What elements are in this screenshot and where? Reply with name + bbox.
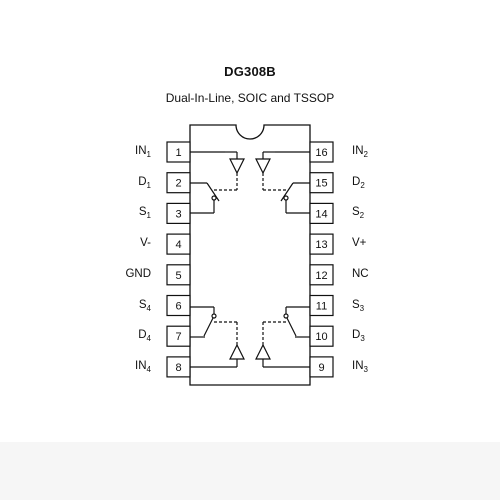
pin-6-name: S — [138, 298, 147, 311]
pin-8-label: IN4 — [91, 359, 151, 374]
switch-3-symbol — [255, 306, 310, 368]
pin-6-box — [166, 294, 191, 317]
pin-10-subscript: 3 — [360, 334, 365, 344]
pin-7-number: 7 — [175, 331, 181, 343]
pin-13-box — [309, 233, 334, 255]
right-pin-column: 16 15 14 13 12 11 10 9 — [309, 141, 334, 378]
pin-14-number: 14 — [315, 208, 327, 220]
pin-3-name: S — [138, 206, 147, 219]
pin-9-label: IN3 — [352, 359, 412, 374]
switch-4-symbol — [190, 306, 245, 368]
pin-13-label: V+ — [352, 236, 412, 250]
pin-2-label: D1 — [91, 175, 151, 190]
pin-15-subscript: 2 — [360, 180, 365, 190]
pin-8-number: 8 — [175, 362, 181, 374]
pin-2-number: 2 — [175, 178, 181, 190]
pin-15-name: D — [352, 175, 361, 188]
pin-13-name: V+ — [352, 237, 367, 250]
pin-8-subscript: 4 — [146, 364, 151, 374]
pin-14-subscript: 2 — [359, 211, 365, 221]
pin-14-name: S — [352, 206, 360, 219]
driver-4-icon — [229, 343, 245, 360]
driver-2-icon — [255, 158, 271, 175]
pin-10-box — [309, 325, 334, 347]
pin-12-number: 12 — [315, 270, 327, 282]
chip-title: DG308B — [224, 64, 276, 79]
pin-7-name: D — [138, 329, 147, 342]
pin-7-subscript: 4 — [146, 334, 151, 344]
pin-2-subscript: 1 — [146, 180, 151, 190]
pin-11-box — [309, 294, 334, 317]
pin-1-name: IN — [135, 145, 147, 157]
pin-9-subscript: 3 — [363, 364, 368, 374]
pin-12-label: NC — [352, 267, 412, 281]
pin-16-number: 16 — [315, 147, 327, 159]
pin-15-label: D2 — [352, 175, 412, 190]
package-body — [189, 124, 311, 386]
pin-4-label: V- — [91, 236, 151, 250]
driver-3-icon — [255, 343, 271, 360]
driver-1-icon — [229, 158, 245, 175]
pin-11-number: 11 — [316, 301, 327, 313]
pin-13-number: 13 — [315, 239, 327, 251]
pin-11-subscript: 3 — [359, 303, 365, 313]
pin-9-name: IN — [352, 359, 364, 372]
pin-5-label: GND — [91, 267, 151, 281]
pin-4-number: 4 — [175, 239, 181, 251]
pin-10-label: D3 — [352, 328, 412, 344]
pin-9-number: 9 — [318, 362, 324, 374]
pin-7-label: D4 — [91, 328, 151, 344]
switch-1-symbol — [190, 151, 245, 214]
pin-4-name: V- — [140, 237, 151, 250]
pin-2-name: D — [138, 175, 147, 188]
pin-5-name: GND — [125, 267, 151, 280]
pin-16-label: IN2 — [352, 144, 412, 159]
footer-band — [0, 442, 500, 500]
pin-4-box — [166, 233, 191, 255]
pin-10-number: 10 — [315, 331, 327, 343]
pin-12-name: NC — [352, 267, 369, 280]
pin-6-subscript: 4 — [146, 303, 151, 313]
package-subtitle: Dual-In-Line, SOIC and TSSOP — [165, 91, 335, 105]
pin-16-name: IN — [352, 145, 364, 157]
pin-8-name: IN — [135, 359, 147, 372]
switch-2-symbol — [255, 151, 310, 214]
pin-1-subscript: 1 — [146, 150, 151, 159]
pin-3-number: 3 — [175, 208, 181, 220]
pin-6-label: S4 — [91, 298, 151, 313]
pin-5-number: 5 — [175, 270, 181, 282]
pin-15-number: 15 — [315, 178, 327, 190]
pin-1-label: IN1 — [91, 144, 151, 159]
pin-11-name: S — [352, 298, 360, 311]
pin-16-subscript: 2 — [363, 150, 368, 159]
left-pin-column: 1 2 3 4 5 6 7 8 — [166, 141, 191, 378]
pin-12-box — [309, 264, 334, 286]
pin-6-number: 6 — [175, 301, 181, 313]
pin-1-number: 1 — [175, 147, 181, 159]
pin-3-label: S1 — [91, 205, 151, 221]
pin-14-label: S2 — [352, 205, 412, 221]
pin-5-box — [166, 264, 191, 286]
pin-11-label: S3 — [352, 298, 412, 313]
pin-7-box — [166, 325, 191, 347]
pin-10-name: D — [352, 329, 361, 342]
pin-3-subscript: 1 — [146, 211, 151, 221]
